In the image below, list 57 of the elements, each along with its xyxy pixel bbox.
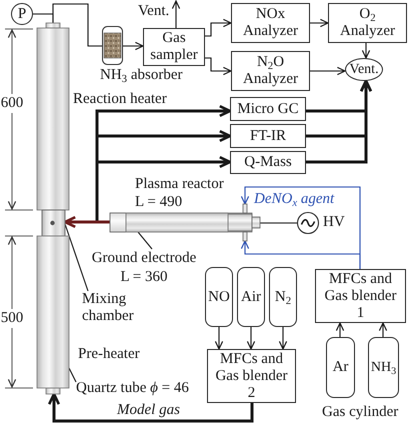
arrow — [310, 18, 329, 28]
arrow — [306, 80, 372, 164]
arrow — [246, 327, 256, 350]
arrow — [205, 57, 232, 76]
component-label: Gas cylinder — [322, 404, 398, 421]
edge-label: Vent. — [138, 3, 170, 20]
arrow — [240, 240, 361, 269]
arrow — [310, 66, 346, 76]
arrow — [64, 216, 110, 228]
callout-label: Mixing chamber — [82, 291, 142, 325]
gas-cylinder: Air — [237, 267, 265, 327]
gas-cylinder: NO — [205, 267, 233, 327]
pressure-gauge: P — [11, 3, 33, 25]
edge-label: Model gas — [117, 402, 180, 419]
dimension-label: 600 — [0, 95, 24, 112]
arrow — [278, 327, 288, 350]
arrow — [336, 322, 344, 337]
pipe-line — [52, 3, 102, 47]
analyzer-box: NOx Analyzer — [231, 3, 310, 43]
arrow — [205, 18, 232, 37]
arrow — [172, 0, 180, 28]
analyzer-box: O$_{2}$ Analyzer — [328, 3, 407, 43]
component-label: Plasma reactor L = 490 — [135, 175, 225, 211]
dimension-label: 500 — [0, 310, 24, 327]
leader-line — [68, 368, 76, 382]
component-label: NH$_{3}$ absorber — [100, 67, 182, 84]
callout-label: Ground electrode L = 360 — [88, 249, 200, 287]
mixing-chamber — [42, 210, 66, 236]
gas-blender-box: MFCs and Gas blender 1 — [315, 269, 406, 323]
ground-electrode — [126, 212, 228, 232]
reaction-heater-tube — [36, 22, 70, 210]
analyzer-box: N$_{2}$O Analyzer — [231, 51, 310, 91]
arrow — [362, 43, 370, 59]
vent-ellipse: Vent. — [345, 58, 383, 81]
ac-source-icon — [296, 212, 320, 234]
leader-line — [64, 224, 89, 292]
leader-line — [138, 232, 152, 250]
arrow — [48, 392, 254, 422]
gas-cylinder: Ar — [326, 337, 355, 398]
absorber-canister-drawing — [102, 26, 123, 65]
arrow — [96, 156, 232, 224]
arrow — [122, 42, 144, 50]
component-label: Pre-heater — [78, 346, 140, 363]
component-label: Reaction heater — [73, 91, 167, 108]
edge-label: DeNO$_{x}$ agent — [254, 191, 334, 208]
gas-cylinder: NH$_{3}$ — [368, 337, 399, 398]
gas-blender-box: MFCs and Gas blender 2 — [207, 349, 296, 403]
arrow — [214, 327, 224, 350]
instrument-box: Q-Mass — [230, 151, 306, 174]
component-label: HV — [323, 214, 345, 231]
instrument-box: Micro GC — [230, 97, 306, 121]
wire-line — [260, 222, 298, 224]
instrument-box: FT-IR — [230, 124, 306, 148]
pipe-line — [33, 13, 54, 23]
arrow — [378, 322, 388, 337]
pre-heater-tube — [36, 236, 70, 394]
gas-cylinder: N$_{2}$ — [269, 267, 297, 327]
